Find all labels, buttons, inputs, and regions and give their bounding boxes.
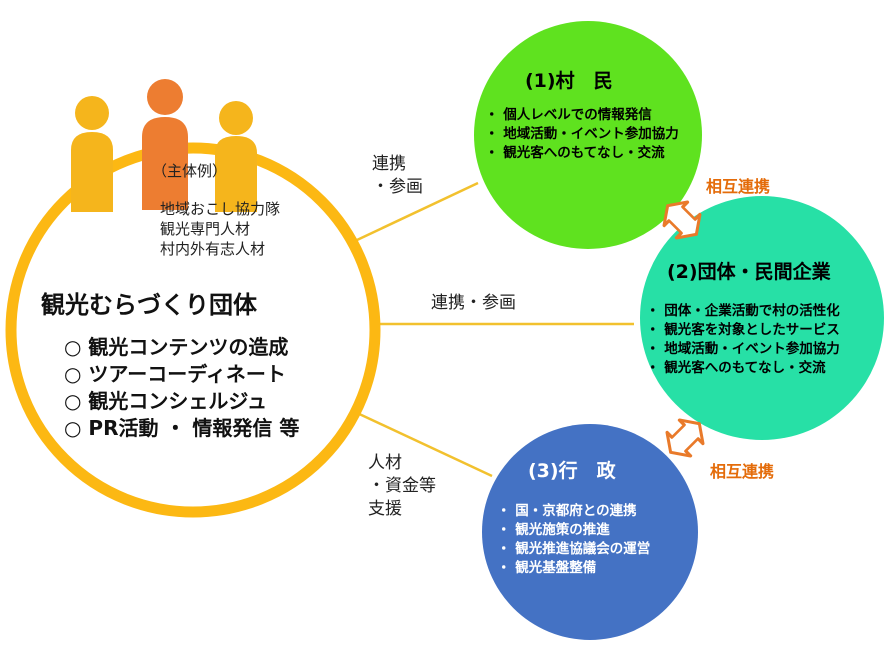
connector-label-villagers: 連携 ・参画 [372, 153, 423, 199]
mutual-arrow-icon-upper [662, 200, 702, 240]
villagers-item: ・ 観光客へのもてなし・交流 [485, 145, 665, 161]
government-item: ・ 観光施策の推進 [497, 522, 610, 538]
connector-label-companies: 連携・参画 [431, 292, 516, 315]
government-title-wrap: (3)行 政 [528, 456, 616, 483]
example-item: 村内外有志人材 [160, 240, 266, 258]
activity-item: ○ 観光コンテンツの造成 [64, 335, 289, 359]
villagers-list: ・ 個人レベルでの情報発信 ・ 地域活動・イベント参加協力 ・ 観光客へのもてな… [485, 106, 679, 163]
government-item: ・ 観光推進協議会の運営 [497, 541, 651, 557]
companies-item: ・ 観光客を対象としたサービス [646, 322, 840, 338]
connector-label-government: 人材 ・資金等 支援 [368, 452, 436, 521]
companies-title: (2)団体・民間企業 [667, 261, 831, 283]
government-node [482, 424, 698, 640]
main-group-title: 観光むらづくり団体 [41, 291, 257, 319]
villagers-item: ・ 地域活動・イベント参加協力 [485, 126, 679, 142]
activity-item: ○ PR活動 ・ 情報発信 等 [64, 416, 300, 440]
villagers-node [474, 21, 702, 249]
government-item: ・ 観光基盤整備 [497, 560, 597, 576]
government-item: ・ 国・京都府との連携 [497, 503, 637, 519]
connector-label-line: ・資金等 [368, 476, 436, 496]
connector-label-line: 人材 [368, 453, 402, 473]
companies-item: ・ 地域活動・イベント参加協力 [646, 341, 840, 357]
activity-item: ○ ツアーコーディネート [64, 362, 286, 386]
villagers-item: ・ 個人レベルでの情報発信 [485, 107, 652, 123]
connector-label-line: ・参画 [372, 177, 423, 197]
mutual-arrow-icon-lower [665, 418, 705, 458]
companies-item: ・ 団体・企業活動で村の活性化 [646, 303, 840, 319]
companies-list: ・ 団体・企業活動で村の活性化 ・ 観光客を対象としたサービス ・ 地域活動・イ… [646, 302, 840, 378]
companies-node [640, 196, 884, 440]
government-title: (3)行 政 [528, 460, 616, 482]
example-list: 地域おこし協力隊 観光専門人材 村内外有志人材 [160, 199, 280, 259]
example-label: （主体例） [152, 162, 228, 180]
mutual-label-upper: 相互連携 [706, 177, 771, 196]
connector-label-line: 支援 [368, 499, 402, 519]
companies-item: ・ 観光客へのもてなし・交流 [646, 360, 826, 376]
government-list: ・ 国・京都府との連携 ・ 観光施策の推進 ・ 観光推進協議会の運営 ・ 観光基… [497, 502, 650, 578]
activity-list: ○ 観光コンテンツの造成 ○ ツアーコーディネート ○ 観光コンシェルジュ ○ … [64, 334, 299, 442]
example-item: 観光専門人材 [160, 220, 251, 238]
activity-item: ○ 観光コンシェルジュ [64, 389, 268, 413]
connector-line-government [354, 410, 493, 478]
connector-line-villagers [356, 181, 479, 242]
connector-label-line: 連携・参画 [431, 293, 516, 313]
mutual-label-lower: 相互連携 [710, 462, 775, 481]
example-item: 地域おこし協力隊 [160, 200, 281, 218]
people-icon [71, 79, 257, 212]
connector-label-line: 連携 [372, 154, 406, 174]
villagers-title: (1)村 民 [525, 70, 613, 92]
main-group-ring [5, 142, 381, 518]
